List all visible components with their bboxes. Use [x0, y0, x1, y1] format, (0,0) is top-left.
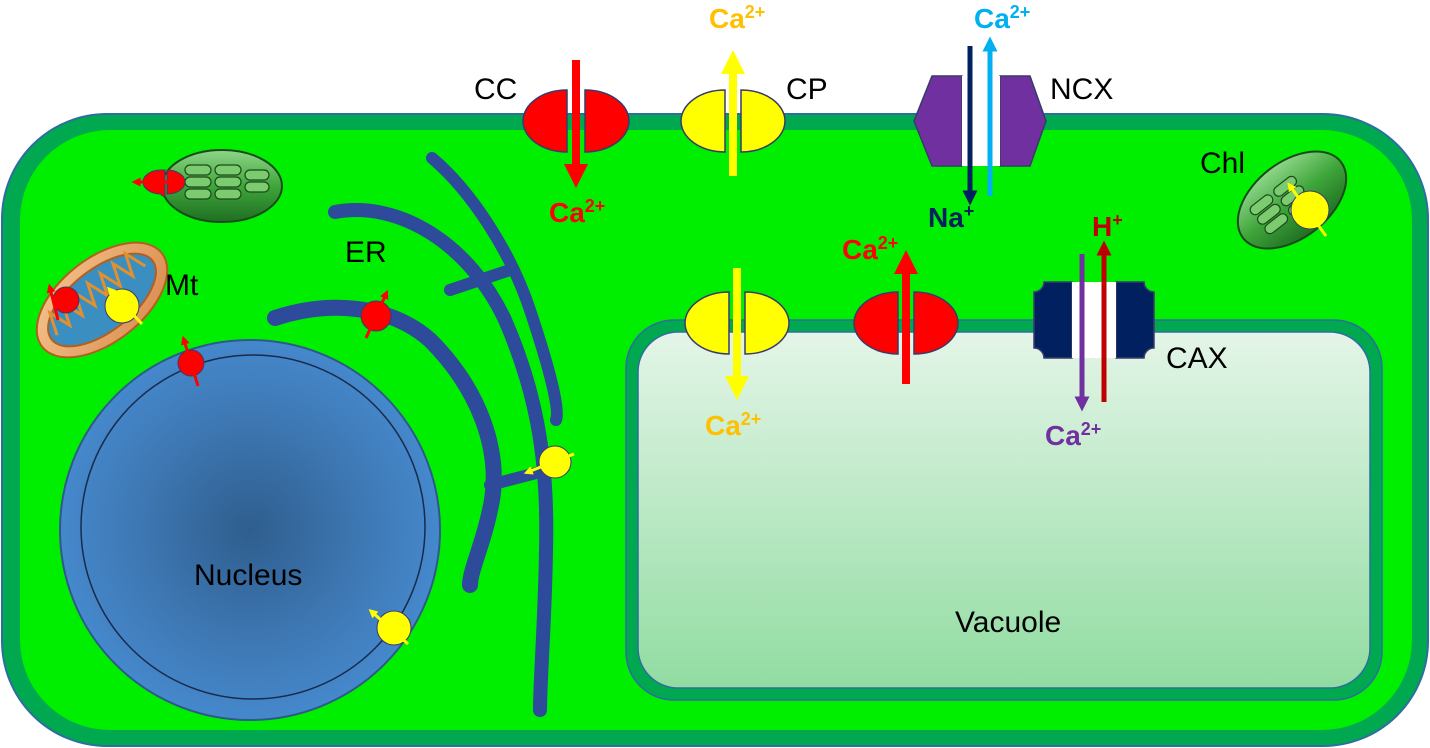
- nucleus-channel-small: [177, 335, 205, 387]
- ion-cc-ca: Ca2+: [549, 196, 605, 228]
- cc-channel: [522, 60, 630, 188]
- label-er: ER: [345, 236, 387, 269]
- vacuole-cc-channel: [853, 250, 959, 384]
- ion-cp-ca: Ca2+: [709, 2, 765, 34]
- ion-cax-ca: Ca2+: [1045, 419, 1101, 451]
- label-nucleus: Nucleus: [194, 559, 302, 592]
- label-chl: Chl: [1200, 147, 1245, 180]
- ion-cax-h: H+: [1092, 210, 1123, 242]
- ncx-exchanger: [913, 36, 1047, 206]
- label-mt: Mt: [165, 269, 199, 302]
- label-vacuole: Vacuole: [955, 606, 1061, 639]
- ion-vac-cp-ca: Ca2+: [705, 409, 761, 441]
- nucleus-pump-small: [368, 609, 412, 646]
- cp-pump: [680, 50, 786, 176]
- ion-ncx-ca: Ca2+: [974, 2, 1030, 34]
- vacuole: [637, 331, 1371, 689]
- label-cc: CC: [474, 73, 517, 106]
- endoplasmic-reticulum: [267, 152, 563, 717]
- chloroplast-pump-small: [1287, 182, 1330, 237]
- label-cax: CAX: [1166, 342, 1228, 375]
- ion-ncx-na: Na+: [928, 201, 974, 233]
- ion-vac-cc-ca: Ca2+: [842, 233, 898, 265]
- cax-antiporter: [1033, 240, 1155, 412]
- nucleus-inner: [80, 354, 426, 700]
- label-ncx: NCX: [1050, 73, 1113, 106]
- mitochondrion: [35, 241, 169, 359]
- chloroplast-left: [161, 149, 283, 223]
- vacuole-cp-pump: [684, 268, 790, 400]
- er-pump-small: [523, 445, 575, 479]
- er-channel-small: [360, 289, 392, 339]
- mitochondrion-pump-small: [104, 286, 144, 326]
- label-cp: CP: [786, 73, 828, 106]
- nucleus-envelope: [59, 339, 441, 721]
- mitochondrion-channel-small: [46, 283, 80, 321]
- chloroplast-channel-small: [131, 169, 186, 197]
